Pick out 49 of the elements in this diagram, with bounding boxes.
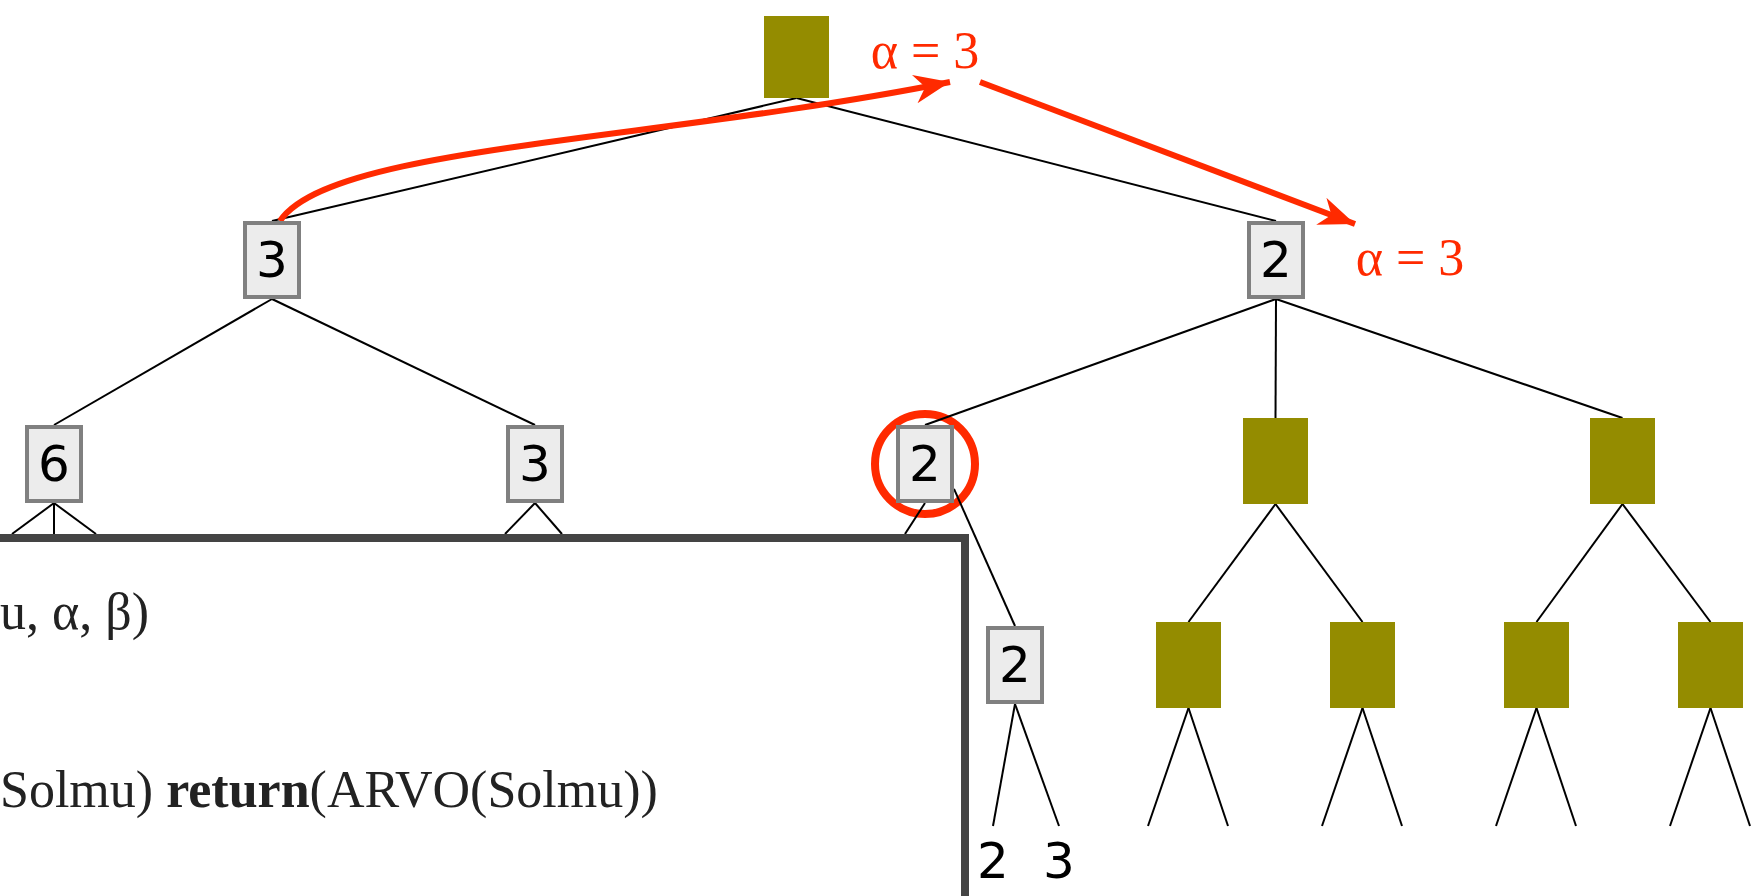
connector-line (53, 502, 55, 535)
connector-line (992, 703, 1016, 827)
game-node-square (1504, 622, 1569, 708)
game-node-square (1243, 418, 1308, 504)
game-node-square (764, 16, 829, 98)
connector-line (1669, 707, 1712, 827)
alpha-label: α = 3 (1330, 224, 1490, 290)
connector-line (271, 298, 536, 426)
connector-line (795, 97, 1277, 222)
connector-line (1361, 707, 1403, 827)
game-node-square (1590, 418, 1655, 504)
connector-line (53, 502, 97, 535)
connector-line (271, 97, 798, 222)
value-box: 2 (896, 425, 954, 503)
connector-line (1014, 703, 1060, 827)
connector-line (53, 298, 273, 426)
value-box: 3 (243, 221, 301, 299)
connector-line (1535, 503, 1624, 623)
connector-line (1495, 707, 1538, 827)
connector-line (1709, 707, 1751, 827)
leaf-value: 3 (1042, 826, 1076, 886)
value-box: 2 (1247, 221, 1305, 299)
connector-line (534, 502, 563, 535)
connector-line (1187, 503, 1277, 623)
game-node-square (1156, 622, 1221, 708)
game-node-square (1330, 622, 1395, 708)
arrow (978, 79, 1357, 227)
connector-line (924, 298, 1277, 426)
leaf-value: 2 (976, 826, 1010, 886)
connector-line (11, 502, 55, 535)
connector-line (1147, 707, 1190, 827)
code-panel (0, 534, 969, 896)
connector-line (1321, 707, 1364, 827)
connector-line (1275, 298, 1624, 419)
value-box: 2 (986, 626, 1044, 704)
code-line: u, α, β) (0, 582, 150, 641)
alpha-label: α = 3 (850, 18, 1000, 82)
connector-line (1187, 707, 1229, 827)
arrow (277, 74, 951, 224)
game-node-square (1678, 622, 1743, 708)
connector-line (904, 502, 926, 535)
connector-line (1274, 503, 1364, 623)
value-box: 6 (25, 425, 83, 503)
connector-line (1621, 503, 1712, 623)
connector-line (1274, 298, 1277, 419)
value-box: 3 (506, 425, 564, 503)
code-line: Solmu) return(ARVO(Solmu)) (0, 760, 658, 819)
connector-line (504, 502, 536, 535)
connector-line (1535, 707, 1577, 827)
